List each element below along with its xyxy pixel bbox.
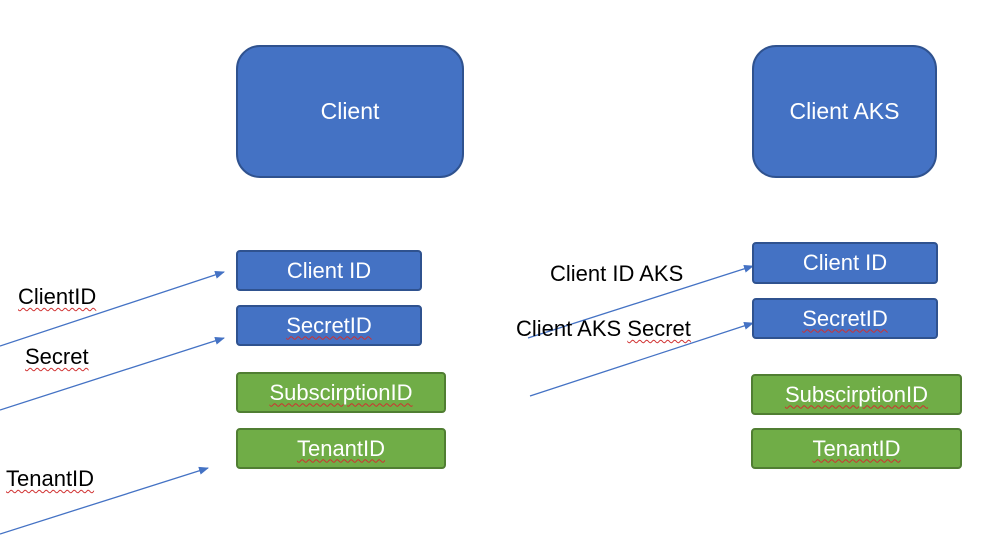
client-aks-secret-text: Client AKS Secret bbox=[516, 316, 691, 341]
aks-secretid-label: SecretID bbox=[802, 305, 888, 331]
arrow-client-id-aks bbox=[527, 264, 754, 339]
secretid-label: SecretID bbox=[286, 312, 372, 338]
subscriptionid-box: SubscirptionID bbox=[236, 372, 446, 413]
arrow-secret bbox=[0, 336, 225, 411]
secret-text: Secret bbox=[25, 344, 89, 369]
tenantid-box: TenantID bbox=[236, 428, 446, 469]
aks-client-id-box: Client ID bbox=[752, 242, 938, 284]
aks-subscriptionid-box: SubscirptionID bbox=[751, 374, 962, 415]
aks-subscriptionid-label: SubscirptionID bbox=[784, 381, 929, 407]
arrow-client-aks-secret bbox=[529, 321, 754, 397]
aks-secretid-box: SecretID bbox=[752, 298, 938, 339]
clientid-text: ClientID bbox=[18, 284, 97, 309]
secretid-box: SecretID bbox=[236, 305, 422, 346]
tenantid-label: TenantID bbox=[296, 435, 386, 461]
subscriptionid-label: SubscirptionID bbox=[269, 379, 413, 405]
client-id-label: Client ID bbox=[286, 257, 372, 283]
client-id-aks-text: Client ID AKS bbox=[550, 261, 684, 286]
arrow-tenantid bbox=[0, 466, 209, 535]
aks-tenantid-label: TenantID bbox=[812, 435, 901, 461]
aks-client-id-label: Client ID bbox=[802, 250, 888, 275]
client-aks-secret-word: Secret bbox=[627, 316, 691, 341]
tenantid-text: TenantID bbox=[6, 466, 95, 491]
client-aks-box: Client AKS bbox=[752, 45, 937, 178]
aks-tenantid-box: TenantID bbox=[751, 428, 962, 469]
client-box: Client bbox=[236, 45, 464, 178]
arrow-clientid bbox=[0, 271, 225, 347]
client-id-box: Client ID bbox=[236, 250, 422, 291]
